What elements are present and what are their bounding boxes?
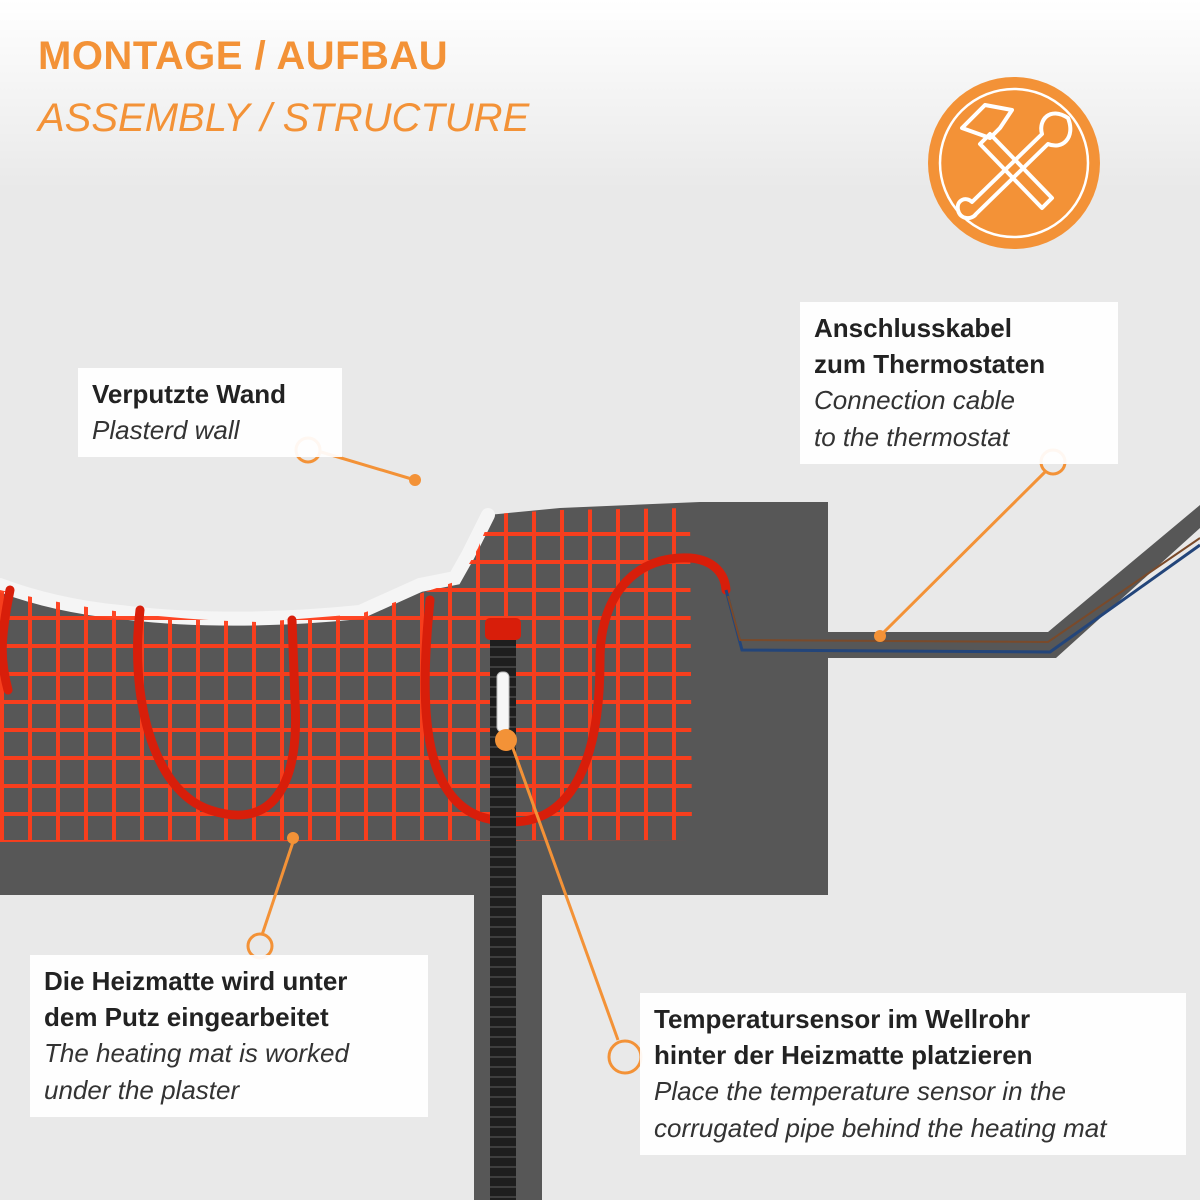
callout-mat-en-2: under the plaster: [44, 1075, 240, 1105]
leader-mat: [260, 841, 295, 936]
tools-badge-ring: [938, 87, 1090, 239]
callout-cable-en-2: to the thermostat: [814, 422, 1010, 452]
callout-sensor-en-2: corrugated pipe behind the heating mat: [654, 1113, 1107, 1143]
heating-cable: [0, 553, 731, 827]
callout-cable-en-1: Connection cable: [814, 385, 1015, 415]
callout-sensor-en-1: Place the temperature sensor in the: [654, 1076, 1066, 1106]
callout-cable-de-1: Anschlusskabel: [814, 313, 1012, 343]
callout-wall-en: Plasterd wall: [92, 415, 240, 445]
temperature-sensor: [496, 671, 510, 733]
callout-temperature-sensor: Temperatursensor im Wellrohr hinter der …: [640, 993, 1186, 1155]
callout-sensor-de-1: Temperatursensor im Wellrohr: [654, 1004, 1031, 1034]
connection-cable-brown: [727, 537, 1200, 644]
marker-mat-dot: [287, 832, 299, 844]
callout-cable-de-2: zum Thermostaten: [814, 349, 1046, 379]
callout-mat-de-2: dem Putz eingearbeitet: [44, 1002, 329, 1032]
hammer-shape: [960, 103, 1054, 210]
callout-plastered-wall: Verputzte Wand Plasterd wall: [78, 368, 342, 457]
page-subtitle: ASSEMBLY / STRUCTURE: [38, 96, 530, 140]
callout-heating-mat: Die Heizmatte wird unter dem Putz eingea…: [30, 955, 428, 1117]
page-title: MONTAGE / AUFBAU: [38, 34, 449, 78]
marker-wall-dot: [409, 474, 421, 486]
pipe-end-cap: [485, 618, 521, 640]
callout-sensor-de-2: hinter der Heizmatte platzieren: [654, 1040, 1033, 1070]
callout-mat-de-1: Die Heizmatte wird unter: [44, 966, 348, 996]
callout-connection-cable: Anschlusskabel zum Thermostaten Connecti…: [800, 302, 1118, 464]
leader-cable: [878, 469, 1048, 638]
leader-sensor: [508, 739, 620, 1041]
hammer-wrench-icon: [928, 77, 1100, 249]
marker-cable-dot: [874, 630, 886, 642]
wrench-shape: [955, 111, 1073, 221]
marker-sensor-dot: [495, 729, 517, 751]
callout-mat-en-1: The heating mat is worked: [44, 1038, 349, 1068]
torn-plaster-edge: [0, 508, 495, 626]
callout-wall-de: Verputzte Wand: [92, 379, 287, 409]
heating-mat-mesh: [0, 508, 692, 842]
